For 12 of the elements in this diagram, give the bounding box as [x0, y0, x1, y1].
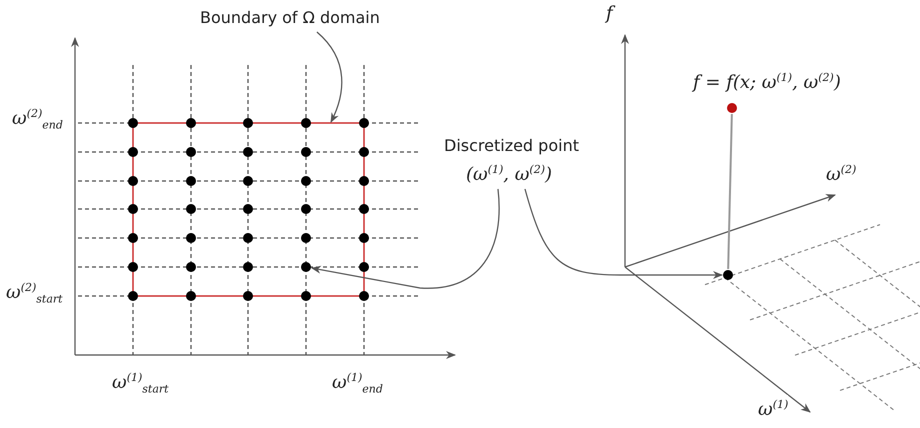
point-marker	[727, 103, 737, 113]
connector-line	[727, 114, 733, 270]
point-marker	[723, 270, 733, 280]
callout-label: Boundary of Ω domain	[200, 8, 380, 28]
leader-arrow	[310, 188, 500, 289]
leader-arrow	[524, 188, 723, 279]
coordinate-label: (ω$^{(1)}$, ω$^{(2)}$)	[466, 162, 552, 185]
axis-label: f	[606, 4, 613, 24]
leader-arrow	[316, 32, 342, 123]
callout-label: Discretized point	[444, 136, 579, 156]
formula-label: f = f(x; ω$^{(1)}$, ω$^{(2)}$)	[693, 70, 841, 93]
point-marker	[301, 262, 311, 272]
